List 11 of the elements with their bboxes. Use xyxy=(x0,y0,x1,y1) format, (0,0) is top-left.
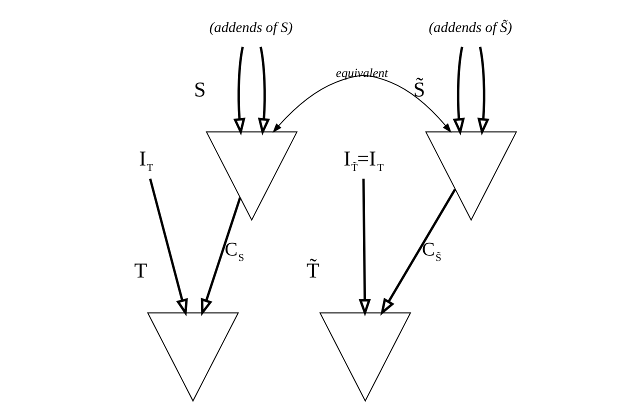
edge-label: C$_{S̃}$ xyxy=(422,240,441,264)
node-label: T̃ xyxy=(306,258,319,282)
node-label: S̃ xyxy=(412,77,425,102)
node-text: I$_{T}$ xyxy=(138,146,153,174)
edge-label: equivalent xyxy=(335,66,388,80)
node-text: (addends of S̃) xyxy=(428,20,512,36)
node-label: S xyxy=(193,77,206,102)
edge-label: C$_{S}$ xyxy=(224,240,244,264)
node-text: (addends of S) xyxy=(208,20,292,36)
node-text: I$_{T̃}$=I$_{T}$ xyxy=(343,146,384,174)
node-label: T xyxy=(134,258,147,282)
